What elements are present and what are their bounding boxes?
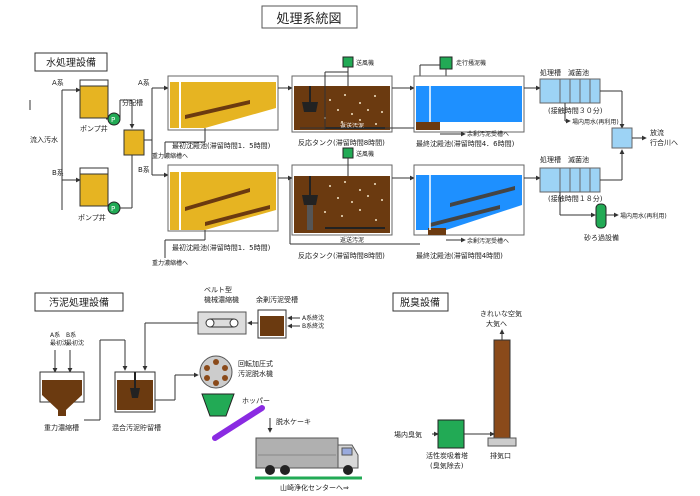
return-sludge-b-label: 返送汚泥 xyxy=(340,236,364,244)
a-source-1: A系 xyxy=(50,331,60,339)
inflow-label: 流入汚水 xyxy=(30,135,58,144)
reactor-tank-a xyxy=(291,75,393,133)
pump-well-b-label: ポンプ井 xyxy=(78,213,106,222)
excess-b-label: 余剰汚泥受槽へ xyxy=(467,237,509,245)
hopper-label: ホッパー xyxy=(242,397,270,405)
gravity-thickener-label: 重力濃縮槽 xyxy=(44,423,79,432)
discharge-tank xyxy=(611,127,633,149)
final-clarifier-b-label: 最終沈殿池(滞留時間4時間) xyxy=(416,251,503,260)
a-source-2: 最初沈 xyxy=(50,339,68,347)
blower-b-icon xyxy=(342,147,354,159)
diagram-title: 処理系統図 xyxy=(276,12,341,27)
sand-filter-label: 砂ろ過設備 xyxy=(584,233,619,242)
blower-a-label: 送風機 xyxy=(356,59,374,67)
first-clarifier-b xyxy=(167,164,279,232)
disinfection-tank-a xyxy=(539,78,601,104)
discharge-label-2: 行合川へ xyxy=(650,138,678,147)
final-clarifier-a xyxy=(413,75,525,133)
scraper-icon xyxy=(439,56,453,70)
hopper xyxy=(201,393,235,417)
final-clarifier-b xyxy=(413,164,525,236)
rotary-press xyxy=(199,355,233,389)
final-clarifier-a-label: 最終沈殿池(滞留時間4．6時間) xyxy=(416,139,515,148)
deodor-section-box xyxy=(392,292,449,312)
b-line-label: B系 xyxy=(52,168,64,177)
press-label-1: 回転加圧式 xyxy=(238,359,273,368)
sludge-section-box xyxy=(34,292,124,312)
pump-well-a-label: ポンプ井 xyxy=(80,124,108,133)
belt-label-1: ベルト型 xyxy=(204,285,232,294)
pump-b-label: P xyxy=(111,205,115,213)
blower-b-label: 送風機 xyxy=(356,150,374,158)
b-source-1: B系 xyxy=(66,331,76,339)
a-line-label: A系 xyxy=(52,78,64,87)
carbon-label-2: (臭気除去) xyxy=(430,461,464,470)
exhaust-stack xyxy=(493,339,511,439)
belt-label-2: 機械濃縮機 xyxy=(204,295,239,304)
gravity-thickener xyxy=(39,371,85,416)
title-box xyxy=(261,5,358,29)
reactor-tank-b xyxy=(291,164,393,236)
discharge-label-1: 放流 xyxy=(650,128,664,137)
sludge-section-label: 汚泥処理設備 xyxy=(49,296,109,309)
treat-a-label: 処理槽 滅菌池 xyxy=(540,68,589,77)
press-label-2: 汚泥脱水機 xyxy=(238,369,273,378)
a-branch-tag: A系 xyxy=(138,78,150,87)
truck-icon xyxy=(255,437,359,475)
clean-air-label-2: 大気へ xyxy=(486,319,507,328)
reactor-a-label: 反応タンク(滞留時間8時間) xyxy=(298,138,385,147)
water-section-box xyxy=(34,52,108,72)
exhaust-label: 排気口 xyxy=(490,451,511,460)
b-branch-tag: B系 xyxy=(138,165,150,174)
excess-a-label: 余剰汚泥受槽へ xyxy=(467,130,509,138)
sand-filter-icon xyxy=(595,203,607,229)
indoor-odor-label: 場内臭気 xyxy=(394,430,422,439)
distributor-tank xyxy=(123,129,145,156)
blower-a-icon xyxy=(342,56,354,68)
to-gravity-b-label: 重力濃縮槽へ xyxy=(152,259,188,267)
carbon-label-1: 活性炭吸着塔 xyxy=(426,451,468,460)
mixed-tank-label: 混合汚泥貯留槽 xyxy=(112,423,161,432)
b-source-2: 最初沈 xyxy=(66,339,84,347)
from-b-label: B系終沈 xyxy=(302,322,324,330)
scraper-label: 走行掻泥機 xyxy=(456,59,486,67)
disinfection-tank-b xyxy=(539,167,601,193)
deodor-section-label: 脱臭設備 xyxy=(400,296,440,309)
reuse-a-label: 場内用水(再利用) xyxy=(572,118,619,126)
water-section-label: 水処理設備 xyxy=(46,56,96,69)
cake-label: 脱水ケーキ xyxy=(276,417,311,426)
reuse-b-label: 場内用水(再利用) xyxy=(620,212,667,220)
treat-b-label: 処理槽 滅菌池 xyxy=(540,155,589,164)
to-gravity-a-label: 重力濃縮槽へ xyxy=(152,152,188,160)
destination-label: 山崎浄化センターへ⇒ xyxy=(280,483,349,492)
clean-air-label-1: きれいな空気 xyxy=(480,309,522,318)
from-a-label: A系終沈 xyxy=(302,314,324,322)
reactor-b-label: 反応タンク(滞留時間8時間) xyxy=(298,251,385,260)
first-clarifier-a xyxy=(167,75,279,142)
return-sludge-a-label: 返送汚泥 xyxy=(340,122,364,130)
conveyor xyxy=(212,405,265,441)
first-clarifier-a-label: 最初沈殿池(滞留時間1．5時間) xyxy=(172,141,271,150)
pump-a-label: P xyxy=(111,116,115,124)
carbon-tower xyxy=(437,419,465,449)
first-clarifier-b-label: 最初沈殿池(滞留時間1．5時間) xyxy=(172,243,271,252)
distributor-label: 分配槽 xyxy=(122,98,143,107)
excess-sludge-tank xyxy=(257,309,287,339)
belt-thickener xyxy=(197,311,247,335)
contact-a-label: (接触時間３０分) xyxy=(548,106,603,115)
excess-receiver-label: 余剰汚泥受槽 xyxy=(256,295,298,304)
mixed-sludge-tank xyxy=(114,371,156,413)
contact-b-label: (接触時間１８分) xyxy=(548,194,603,203)
